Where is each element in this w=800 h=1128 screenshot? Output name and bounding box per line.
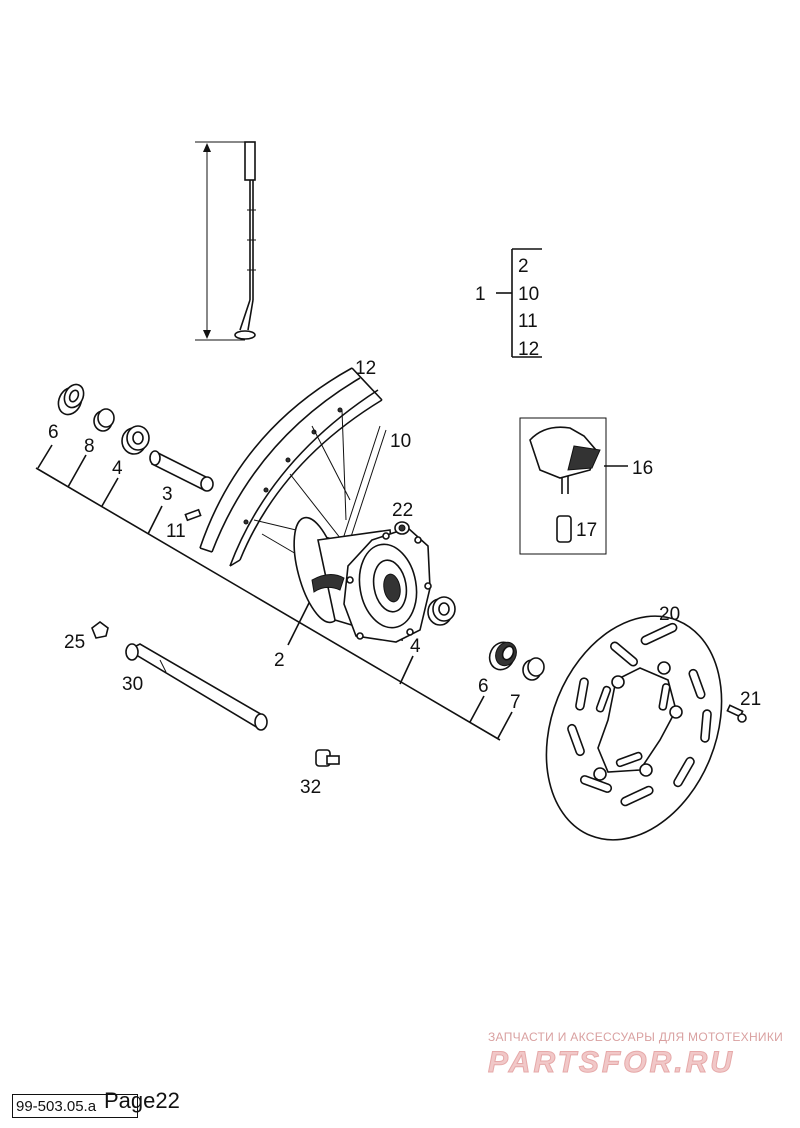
nut-22 [394,521,410,535]
label-1: 1 [475,284,486,305]
label-12-list: 12 [518,339,539,360]
screw-21 [726,704,747,723]
part-labels: 1 2 10 11 12 12 10 6 8 4 3 11 22 2 4 6 7… [48,256,761,798]
label-8: 8 [84,436,95,457]
label-20: 20 [659,604,680,625]
label-16: 16 [632,458,653,479]
seal-left [57,383,85,416]
spoke-dimension [195,141,245,341]
rim [199,367,383,567]
assembly-bracket [496,248,542,358]
label-30: 30 [122,674,143,695]
bolt-32 [315,749,340,767]
label-7: 7 [510,692,521,713]
label-25: 25 [64,632,85,653]
brake-disc [545,615,723,841]
nipple-11 [184,508,202,522]
label-10: 10 [390,431,411,452]
page-number: Page22 [104,1088,180,1113]
label-21: 21 [740,689,761,710]
label-4-left: 4 [112,458,123,479]
label-2: 2 [274,650,285,671]
hub [293,516,432,643]
watermark-brand: PARTSFOR.RU [488,1046,735,1080]
label-10-list: 10 [518,284,539,305]
tube-box [519,417,607,555]
label-6-left: 6 [48,422,59,443]
label-3: 3 [162,484,173,505]
spacer-right [522,657,545,681]
label-4-right: 4 [410,636,421,657]
label-2-list: 2 [518,256,529,277]
label-17: 17 [576,520,597,541]
distance-tube [149,450,214,492]
leader-lines [35,444,628,741]
label-11: 11 [166,521,186,542]
label-32: 32 [300,777,321,798]
spoke-drawing [234,141,256,340]
seal-right [488,641,517,671]
label-6-right: 6 [478,676,489,697]
document-code: 99-503.05.a [12,1094,138,1118]
bearing-right [427,596,456,626]
label-12: 12 [355,358,376,379]
nut-25 [91,621,109,639]
label-11-list: 11 [518,311,538,332]
axle [125,643,268,731]
watermark-tagline: ЗАПЧАСТИ И АКСЕССУАРЫ ДЛЯ МОТОТЕХНИКИ [488,1030,784,1044]
label-22: 22 [392,500,413,521]
spacer-left [93,408,115,432]
bearing-left [121,425,150,455]
